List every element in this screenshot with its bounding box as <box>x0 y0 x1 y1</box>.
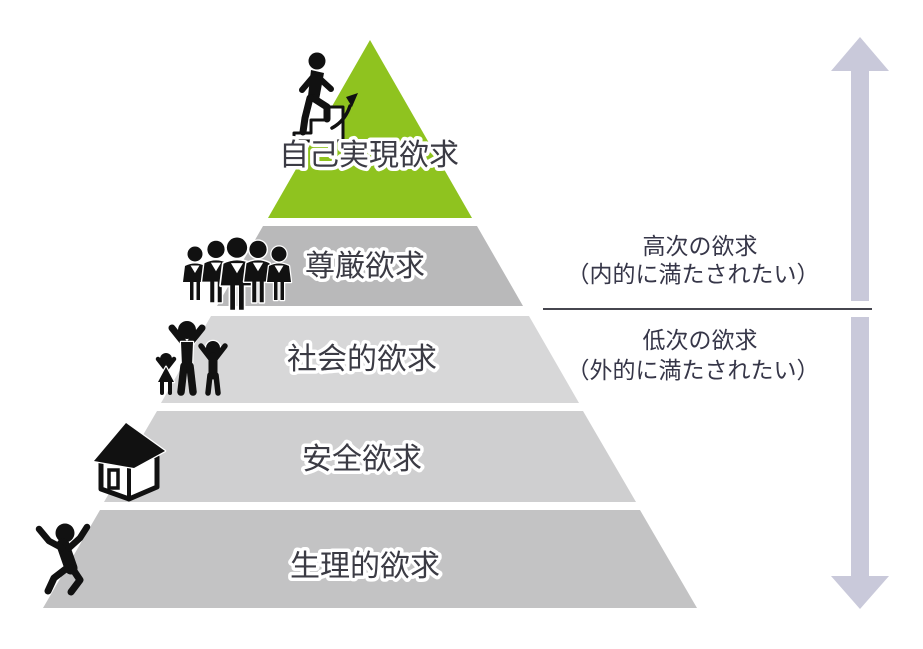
stairs-climbing-person-icon <box>292 51 358 143</box>
pyramid-labels: 自己実現欲求 尊厳欲求 社会的欲求 安全欲求 生理的欲求 <box>276 136 463 587</box>
axis-arrow-upper <box>831 37 889 301</box>
climber-rear-arm <box>299 74 316 93</box>
level-label-physiological: 生理的欲求 <box>290 550 440 583</box>
higher-needs-title: 高次の欲求 <box>643 233 758 259</box>
climber-rear-leg <box>299 94 314 136</box>
axis-arrow-lower <box>831 317 889 609</box>
pyramid-level-self-actualization <box>268 40 472 218</box>
house-icon <box>92 421 167 502</box>
pyramid-level-esteem <box>217 226 523 306</box>
growth-arrow-shaft <box>330 104 352 130</box>
level-label-social: 社会的欲求 <box>287 343 437 376</box>
level-label-esteem: 尊厳欲求 <box>305 250 425 283</box>
lower-needs-title: 低次の欲求 <box>643 327 758 353</box>
side-annotations: 高次の欲求 （内的に満たされたい） 低次の欲求 （外的に満たされたい） <box>567 233 820 383</box>
lower-needs-subtitle: （外的に満たされたい） <box>567 357 820 383</box>
growth-arrow-head <box>346 93 358 107</box>
climber-front-arm <box>316 75 334 92</box>
pyramid-level-social <box>161 316 579 403</box>
climber-front-leg <box>309 94 331 123</box>
house-roof <box>92 421 167 470</box>
level-label-self-actualization: 自己実現欲求 <box>279 139 459 172</box>
higher-needs-subtitle: （内的に満たされたい） <box>567 261 820 287</box>
level-label-safety: 安全欲求 <box>302 443 422 476</box>
jumping-person-icon <box>35 522 91 596</box>
pyramid <box>43 40 697 608</box>
climber-head <box>307 51 327 71</box>
pyramid-level-physiological <box>43 510 697 608</box>
family-raised-arms-icon <box>155 319 228 396</box>
house-door <box>107 468 120 490</box>
hierarchy-axis-arrow <box>831 37 889 609</box>
pyramid-level-safety <box>104 411 636 502</box>
